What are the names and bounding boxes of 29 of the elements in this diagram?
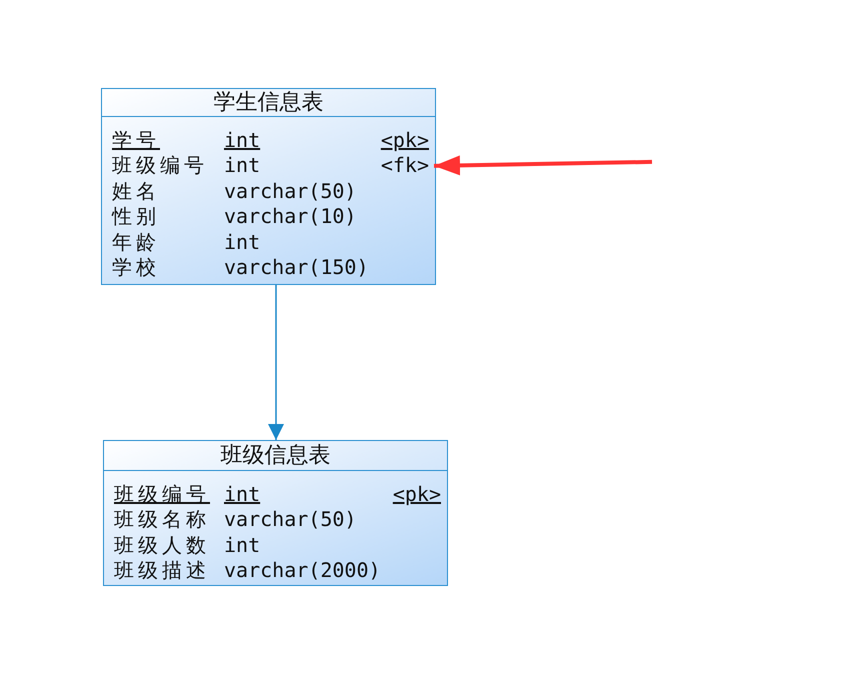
arrow xyxy=(268,285,284,440)
entity-table xyxy=(103,440,448,586)
field-type: varchar(2000) xyxy=(224,558,381,584)
arrow xyxy=(434,155,652,176)
field-type: int xyxy=(224,153,260,178)
field-name: 年龄 xyxy=(112,230,160,255)
field-type: int xyxy=(224,128,260,153)
table-title: 班级信息表 xyxy=(104,441,447,471)
table-title: 学生信息表 xyxy=(102,89,435,117)
key-label: <fk> xyxy=(380,153,429,178)
field-name: 班级描述 xyxy=(114,558,210,584)
field-type: varchar(50) xyxy=(224,178,356,204)
field-name: 班级编号 xyxy=(114,482,210,507)
entity-table xyxy=(101,88,436,285)
field-name: 性别 xyxy=(112,204,160,230)
field-name: 班级人数 xyxy=(114,532,210,558)
field-type: varchar(50) xyxy=(224,507,356,532)
field-type: int xyxy=(224,532,260,558)
field-name: 班级编号 xyxy=(112,153,208,178)
field-type: varchar(10) xyxy=(224,204,356,230)
field-type: int xyxy=(224,230,260,255)
field-name: 班级名称 xyxy=(114,507,210,532)
field-type: int xyxy=(224,482,260,507)
field-type: varchar(150) xyxy=(224,255,368,280)
field-name: 姓名 xyxy=(112,178,160,204)
field-name: 学校 xyxy=(112,255,160,280)
key-label: <pk> xyxy=(380,128,429,153)
key-label: <pk> xyxy=(392,482,441,507)
field-name: 学号 xyxy=(112,128,160,153)
